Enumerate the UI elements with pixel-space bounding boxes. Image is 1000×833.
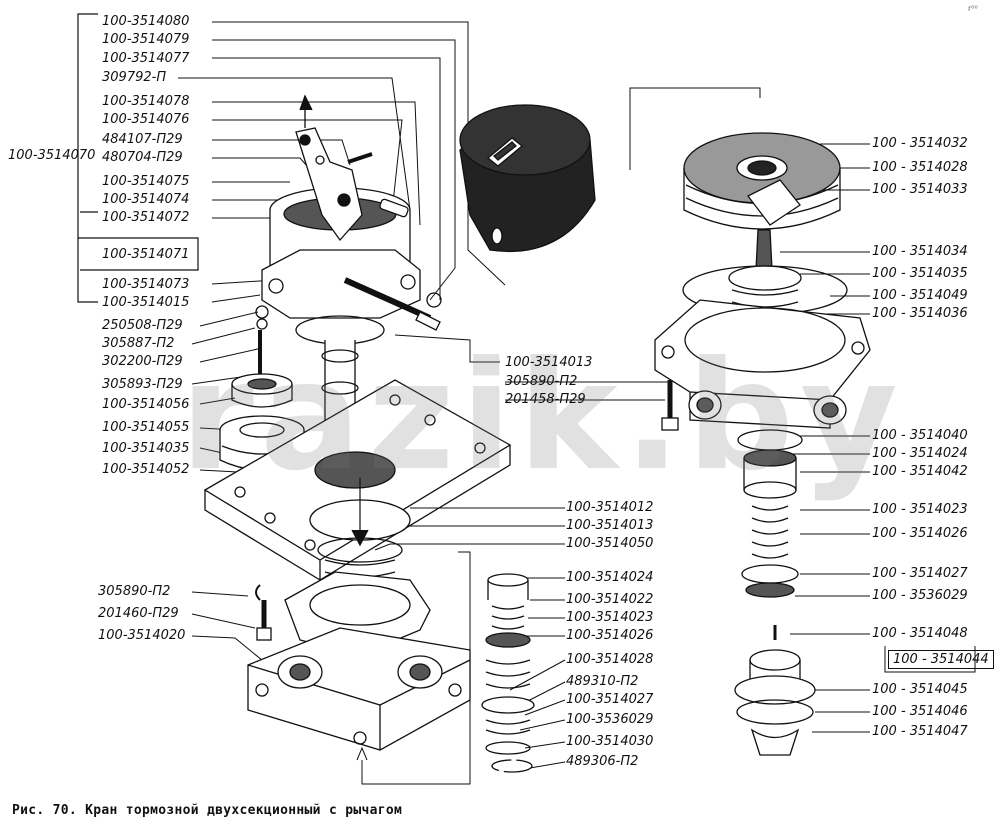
- label-part: 100 - 3536029: [872, 588, 968, 603]
- label-part: 100-3514022: [566, 592, 654, 607]
- label-part: 100 - 3514036: [872, 306, 968, 321]
- label-part: 100 - 3514048: [872, 626, 968, 641]
- lever-housing-assembly: [261, 94, 442, 421]
- label-part: 100 - 3514024: [872, 446, 968, 461]
- label-part: 305893-П29: [102, 377, 183, 392]
- middle-spring-stack: [481, 573, 535, 773]
- label-part: 100-3514055: [102, 420, 190, 435]
- label-part: 100-3514074: [102, 192, 190, 207]
- label-part: 100-3514030: [566, 734, 654, 749]
- label-part: 305887-П2: [102, 336, 175, 351]
- label-part: 489310-П2: [566, 674, 639, 689]
- label-part: 484107-П29: [102, 132, 183, 147]
- label-part: 100 - 3514028: [872, 160, 968, 175]
- label-part: 100 - 3514032: [872, 136, 968, 151]
- label-part: 100 - 3514046: [872, 704, 968, 719]
- label-part: 100-3514050: [566, 536, 654, 551]
- label-part: 100 - 3514042: [872, 464, 968, 479]
- label-group-main: 100-3514070: [8, 148, 96, 163]
- label-part: 100-3514080: [102, 14, 190, 29]
- label-part: 100-3514076: [102, 112, 190, 127]
- label-part: 100 - 3514049: [872, 288, 968, 303]
- label-part: 100 - 3514023: [872, 502, 968, 517]
- valve-body-upper: [654, 229, 871, 431]
- label-part-boxed: 100 - 3514044: [888, 650, 994, 669]
- lower-body: [247, 478, 471, 751]
- label-part: 309792-П: [102, 70, 167, 85]
- label-part: 100 - 3514035: [872, 266, 968, 281]
- label-part: 100-3514026: [566, 628, 654, 643]
- right-lower-stack: [734, 429, 816, 756]
- label-part: 100 - 3514026: [872, 526, 968, 541]
- figure-caption: Рис. 70. Кран тормозной двухсекционный с…: [12, 803, 403, 818]
- middle-plate: [203, 379, 512, 582]
- corner-mark: r⁰⁰: [968, 4, 978, 13]
- left-small-parts: [219, 305, 305, 471]
- label-part: 100-3514052: [102, 462, 190, 477]
- label-part: 489306-П2: [566, 754, 639, 769]
- label-part: 305890-П2: [98, 584, 171, 599]
- label-part: 100-3514023: [566, 610, 654, 625]
- leader-lines-left: [178, 21, 506, 666]
- label-part: 100-3514020: [98, 628, 186, 643]
- upper-piston: [683, 132, 841, 230]
- label-part: 100-3514077: [102, 51, 190, 66]
- label-part: 100-3514072: [102, 210, 190, 225]
- label-part: 100 - 3514027: [872, 566, 968, 581]
- label-part: 100-3514071: [102, 247, 190, 262]
- label-part: 100 - 3514033: [872, 182, 968, 197]
- label-part: 100 - 3514034: [872, 244, 968, 259]
- label-part: 100 - 3514047: [872, 724, 968, 739]
- label-part: 100-3514027: [566, 692, 654, 707]
- label-part: 100 - 3514040: [872, 428, 968, 443]
- label-part: 305890-П2: [505, 374, 578, 389]
- label-part: 201460-П29: [98, 606, 179, 621]
- label-part: 100-3514073: [102, 277, 190, 292]
- label-part: 100 - 3514045: [872, 682, 968, 697]
- label-part: 100-3536029: [566, 712, 654, 727]
- leader-lines-right: [629, 87, 976, 733]
- label-part: 100-3514078: [102, 94, 190, 109]
- label-part: 201458-П29: [505, 392, 586, 407]
- label-part: 250508-П29: [102, 318, 183, 333]
- label-part: 100-3514015: [102, 295, 190, 310]
- label-part: 100-3514079: [102, 32, 190, 47]
- label-part: 100-3514013: [566, 518, 654, 533]
- protective-cap: [459, 104, 596, 253]
- label-part: 100-3514024: [566, 570, 654, 585]
- label-part: 480704-П29: [102, 150, 183, 165]
- group-brackets: [77, 13, 199, 303]
- label-part: 100-3514012: [566, 500, 654, 515]
- label-part: 302200-П29: [102, 354, 183, 369]
- label-part: 100-3514035: [102, 441, 190, 456]
- label-part: 100-3514056: [102, 397, 190, 412]
- label-part: 100-3514075: [102, 174, 190, 189]
- label-part: 100-3514013: [505, 355, 593, 370]
- label-part: 100-3514028: [566, 652, 654, 667]
